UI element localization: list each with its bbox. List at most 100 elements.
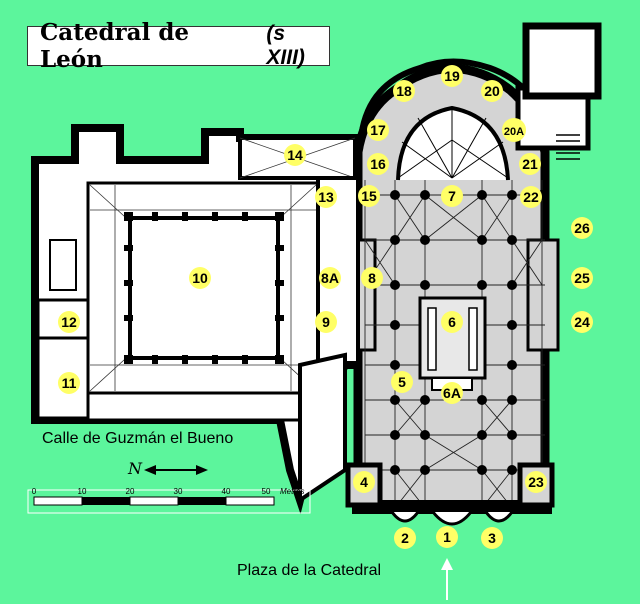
marker-circle [481, 80, 503, 102]
scale-tick-50: 50 [262, 487, 271, 496]
marker-10: 10 [189, 267, 211, 289]
marker-circle [358, 185, 380, 207]
marker-circle [502, 118, 526, 142]
marker-3: 3 [481, 527, 503, 549]
marker-label: 25 [574, 270, 590, 286]
marker-circle [361, 267, 383, 289]
marker-circle [441, 382, 463, 404]
marker-label: 15 [361, 188, 377, 204]
north-letter: N [128, 459, 142, 478]
marker-label: 10 [192, 270, 208, 286]
marker-circle [367, 153, 389, 175]
marker-label: 1 [443, 529, 451, 545]
south-range [86, 391, 320, 422]
marker-label: 8 [368, 270, 376, 286]
entrance-arrow-icon [441, 558, 453, 600]
marker-label: 9 [322, 314, 330, 330]
portal-north [390, 511, 420, 523]
marker-8: 8 [361, 267, 383, 289]
title-box: Catedral de León (s XIII) [27, 19, 330, 73]
cloister-piers [124, 212, 284, 364]
marker-19: 19 [441, 65, 463, 87]
passage-to-cathedral [298, 352, 347, 504]
scale-tick-40: 40 [222, 487, 231, 496]
marker-label: 14 [287, 147, 303, 163]
marker-26: 26 [571, 217, 593, 239]
marker-circle [315, 186, 337, 208]
marker-6: 6 [441, 311, 463, 333]
marker-label: 18 [396, 83, 412, 99]
marker-24: 24 [571, 311, 593, 333]
marker-circle [319, 267, 341, 289]
marker-4: 4 [353, 471, 375, 493]
marker-18: 18 [393, 80, 415, 102]
marker-9: 9 [315, 311, 337, 333]
marker-circle [391, 371, 413, 393]
title-century: (s XIII) [266, 22, 305, 69]
marker-6a: 6A [441, 382, 463, 404]
marker-circle [367, 119, 389, 141]
marker-20: 20 [481, 80, 503, 102]
marker-label: 21 [522, 156, 538, 172]
portal-central [431, 511, 473, 526]
marker-circle [441, 311, 463, 333]
marker-label: 2 [401, 530, 409, 546]
cathedral-body [343, 22, 602, 526]
apse-vault-ribs [397, 108, 509, 179]
scale-tick-0: 0 [32, 487, 37, 496]
marker-circle [353, 471, 375, 493]
marker-8a: 8A [319, 267, 341, 289]
marker-14: 14 [284, 144, 306, 166]
transept-south [526, 238, 560, 352]
marker-label: 12 [61, 314, 77, 330]
marker-label: 13 [318, 189, 334, 205]
marker-15: 15 [358, 185, 380, 207]
plaza-label: Plaza de la Catedral [237, 562, 382, 579]
marker-12: 12 [58, 311, 80, 333]
marker-label: 11 [62, 375, 77, 391]
choir-stalls-north [427, 307, 437, 371]
street-label: Calle de Guzmán el Bueno [42, 430, 234, 447]
marker-circle [58, 311, 80, 333]
scale-tick-30: 30 [174, 487, 183, 496]
marker-label: 23 [528, 474, 544, 490]
marker-circle [519, 153, 541, 175]
marker-label: 6 [448, 314, 456, 330]
marker-label: 6A [443, 385, 461, 401]
marker-circle [393, 80, 415, 102]
marker-22: 22 [520, 186, 542, 208]
marker-circle [284, 144, 306, 166]
marker-21: 21 [519, 153, 541, 175]
marker-circle [441, 185, 463, 207]
marker-circle [481, 527, 503, 549]
east-tower [522, 22, 602, 100]
marker-circle [571, 217, 593, 239]
marker-label: 17 [370, 122, 386, 138]
marker-label: 16 [370, 156, 386, 172]
marker-11: 11 [58, 372, 80, 394]
marker-circle [436, 526, 458, 548]
marker-25: 25 [571, 267, 593, 289]
marker-label: 20 [484, 83, 500, 99]
choir-stalls-south [468, 307, 478, 371]
marker-circle [315, 311, 337, 333]
north-arrow-icon [144, 465, 208, 475]
marker-label: 22 [523, 189, 539, 205]
marker-17: 17 [367, 119, 389, 141]
marker-label: 26 [574, 220, 590, 236]
marker-circle [394, 527, 416, 549]
marker-label: 24 [574, 314, 590, 330]
scale-tick-10: 10 [78, 487, 87, 496]
marker-20a: 20A [502, 118, 526, 142]
marker-1: 1 [436, 526, 458, 548]
marker-circle [571, 311, 593, 333]
west-front [352, 500, 552, 514]
marker-label: 8A [321, 270, 339, 286]
scale-tick-20: 20 [126, 487, 135, 496]
marker-circle [189, 267, 211, 289]
page-title: Catedral de León [40, 19, 190, 73]
marker-13: 13 [315, 186, 337, 208]
marker-label: 20A [504, 126, 524, 138]
